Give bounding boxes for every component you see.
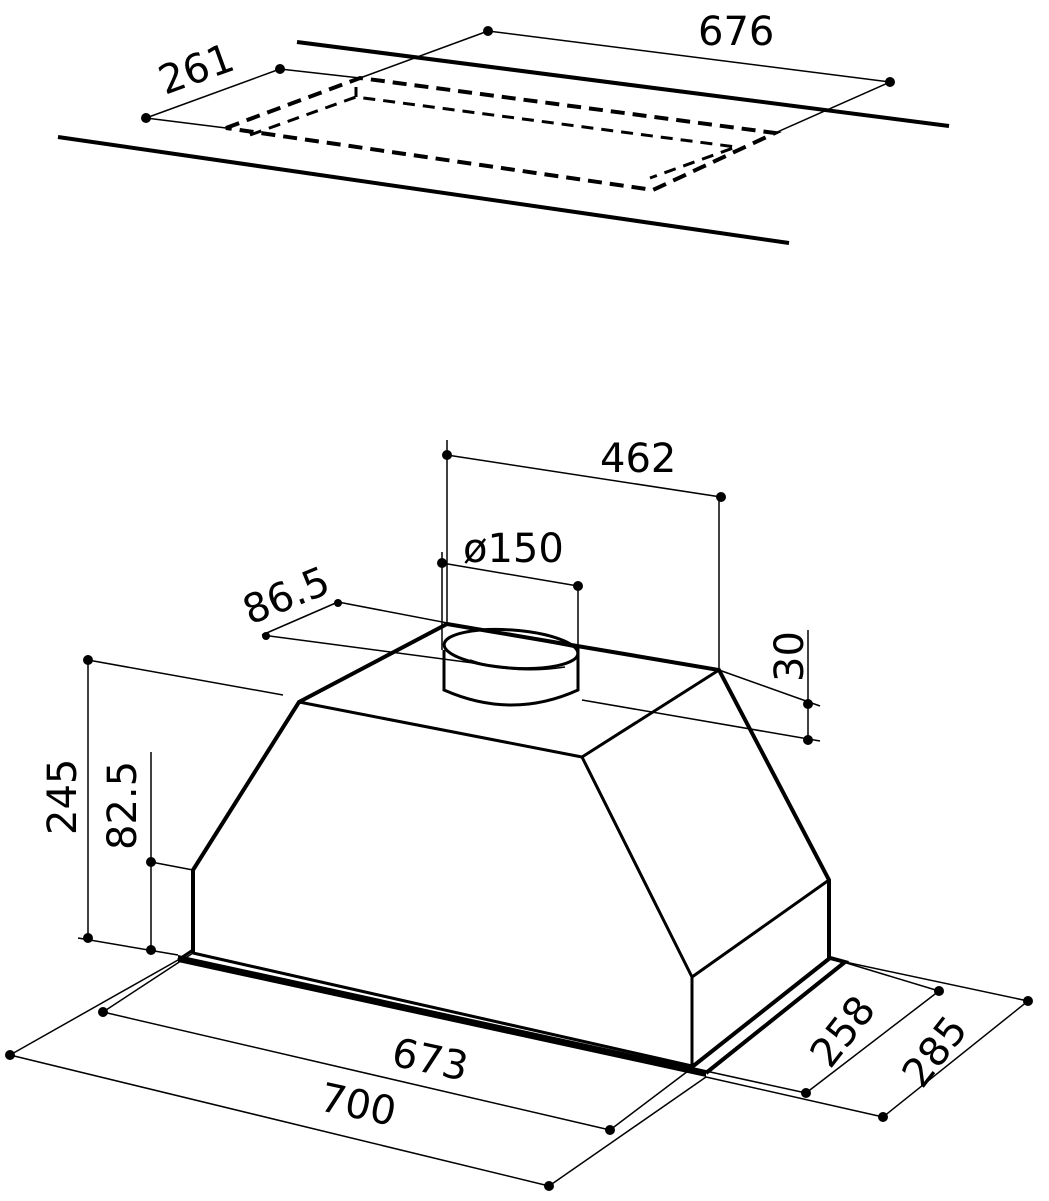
dim-150-endpoint-right	[573, 581, 583, 591]
dim-261-label: 261	[153, 35, 240, 104]
dim-700-label: 700	[316, 1075, 400, 1136]
dim-673-endpoint-left	[98, 1007, 108, 1017]
hood-front-bottom-edge	[192, 951, 693, 1068]
dim-150-label: ø150	[463, 526, 564, 572]
dim-82-5-endpoint-upper	[146, 857, 156, 867]
dim-673-line	[102, 1011, 611, 1131]
dim-245-label: 245	[40, 759, 86, 835]
outlet-collar-body	[442, 648, 580, 707]
dim-82-5-endpoint-lower	[146, 945, 156, 955]
dim-30-label: 30	[767, 631, 813, 682]
dim-462-endpoint-left	[442, 450, 452, 460]
dim-30-ext-lower	[581, 699, 821, 742]
dim-150-endpoint-left	[437, 558, 447, 568]
dim-261-ext-upper	[279, 68, 361, 79]
dim-86-5-line-upper	[337, 601, 579, 649]
dim-245-endpoint-upper	[83, 655, 93, 665]
dim-82-5-ext-upper	[150, 861, 194, 871]
ceiling-line-upper	[296, 40, 950, 128]
dim-261-ext-lower	[145, 117, 227, 129]
dim-700-endpoint-right	[544, 1181, 554, 1191]
cutout-view: 676 261	[57, 9, 950, 245]
dim-245-ext-lower	[77, 937, 179, 956]
dim-245-ext-upper	[87, 659, 284, 696]
dim-676-endpoint-left	[483, 26, 493, 36]
dim-258-endpoint-upper	[934, 986, 944, 996]
hood-body-outline	[191, 621, 831, 960]
hood-front-top-edge	[298, 700, 583, 759]
dim-285-endpoint-lower	[878, 1112, 888, 1122]
dim-676-label: 676	[698, 9, 774, 55]
dim-86-5-label: 86.5	[237, 558, 337, 634]
dim-285-ext-upper	[844, 961, 1029, 1002]
dim-700-ext-left	[9, 959, 179, 1056]
dim-258-endpoint-lower	[801, 1088, 811, 1098]
outlet-collar-inner	[469, 659, 566, 671]
dim-86-5-endpoint-upper	[334, 599, 342, 607]
dim-700-line	[9, 1054, 550, 1187]
dim-86-5-line-lower	[261, 634, 512, 669]
dim-261-endpoint-lower	[141, 113, 151, 123]
dim-462-line	[446, 454, 722, 498]
dim-258-line	[805, 990, 940, 1094]
dim-676-ext-left	[359, 30, 489, 79]
dim-673-ext-left	[102, 952, 194, 1013]
dim-676-ext-right	[774, 81, 891, 134]
outlet-collar-top	[442, 627, 580, 671]
dim-30-ext-upper	[718, 669, 821, 707]
dim-285-line	[882, 1000, 1029, 1118]
dim-261-line	[145, 68, 281, 119]
hood-side-bottom-edge	[691, 878, 830, 979]
dim-258-ext-lower	[691, 1067, 807, 1094]
dim-245-endpoint-lower	[83, 933, 93, 943]
dim-673-endpoint-right	[605, 1125, 615, 1135]
outlet-collar	[442, 627, 580, 707]
dim-258-label: 258	[802, 988, 885, 1076]
cutout-inner-outline	[249, 95, 737, 180]
dim-676-line	[487, 30, 891, 83]
dim-676-endpoint-right	[885, 77, 895, 87]
dim-700-ext-right	[548, 1076, 707, 1187]
dim-261-endpoint-upper	[275, 64, 285, 74]
dim-86-5-ext	[261, 601, 339, 636]
hood-front-side-edge	[580, 756, 694, 978]
hood-bottom-trim-left	[177, 948, 194, 962]
hood-side-top-edge	[581, 668, 720, 759]
dim-82-5-label: 82.5	[100, 761, 146, 850]
dim-150-line	[441, 562, 579, 587]
dim-30-endpoint-lower	[803, 735, 813, 745]
dim-86-5-endpoint-lower	[262, 632, 270, 640]
dim-673-ext-right	[609, 1067, 693, 1131]
dim-462-endpoint-right	[716, 492, 726, 502]
hood-bottom-trim-front	[178, 955, 706, 1077]
dim-258-ext-upper	[829, 957, 940, 992]
hood-view: 462 ø150 86.5 30 245 82.5	[5, 436, 1033, 1191]
dim-285-endpoint-upper	[1023, 996, 1033, 1006]
ceiling-line-lower	[57, 135, 790, 245]
dim-700-endpoint-left	[5, 1050, 15, 1060]
dim-285-ext-lower	[705, 1076, 884, 1118]
dim-462-label: 462	[600, 436, 676, 482]
dim-30-endpoint-upper	[803, 699, 813, 709]
dim-285-label: 285	[894, 1008, 977, 1096]
